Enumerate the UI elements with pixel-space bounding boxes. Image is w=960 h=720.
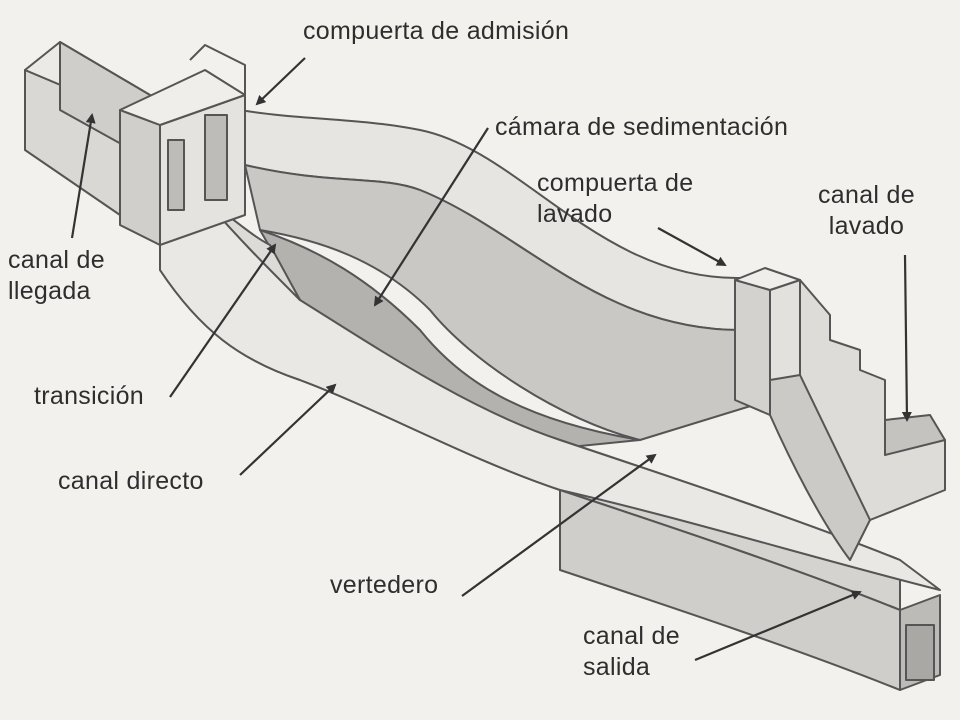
arrow-vertedero [461,453,657,597]
arrow-canal-llegada [70,113,96,239]
label-canal-llegada: canal de llegada [8,245,105,307]
flushing-duct [769,374,871,561]
label-canal-lavado: canal de lavado [818,180,915,242]
arrow-camara-sedimentacion [373,127,489,307]
callout-arrows [70,57,912,662]
flushing-channel-outlet [884,414,946,456]
outlet-channel-opening [905,624,935,681]
label-canal-lavado-line2: lavado [828,212,905,240]
inlet-gate-opening-1 [167,139,185,211]
label-canal-salida-line1: canal de [583,622,680,650]
structure-drawing [24,41,946,691]
label-compuerta-lavado-line1: compuerta de [537,169,694,197]
label-compuerta-lavado-line2: lavado [537,200,613,228]
arrow-canal-directo [239,383,337,476]
label-canal-lavado-line1: canal de [818,181,915,209]
label-canal-directo: canal directo [58,467,204,495]
label-canal-salida: canal de salida [583,621,680,683]
label-canal-llegada-line2: llegada [8,277,91,305]
label-compuerta-lavado: compuerta de lavado [537,168,693,230]
inlet-gate-opening-2 [204,114,228,201]
arrow-canal-lavado [901,254,912,422]
inlet-gate-parapet [189,44,246,95]
label-compuerta-admision: compuerta de admisión [303,17,570,45]
label-camara-sedimentacion: cámara de sedimentación [495,113,789,141]
flushing-gate-tower-front [734,279,771,416]
direct-channel-top [159,199,941,591]
arrow-compuerta-admision [255,57,306,106]
arrow-compuerta-lavado [657,227,727,266]
arrow-transicion [169,243,277,398]
label-transicion: transición [34,382,144,410]
inlet-gate-block-front [119,109,161,246]
label-canal-salida-line2: salida [583,653,651,681]
arrow-canal-salida [694,590,862,662]
label-canal-llegada-line1: canal de [8,246,105,274]
label-vertedero: vertedero [330,571,439,599]
